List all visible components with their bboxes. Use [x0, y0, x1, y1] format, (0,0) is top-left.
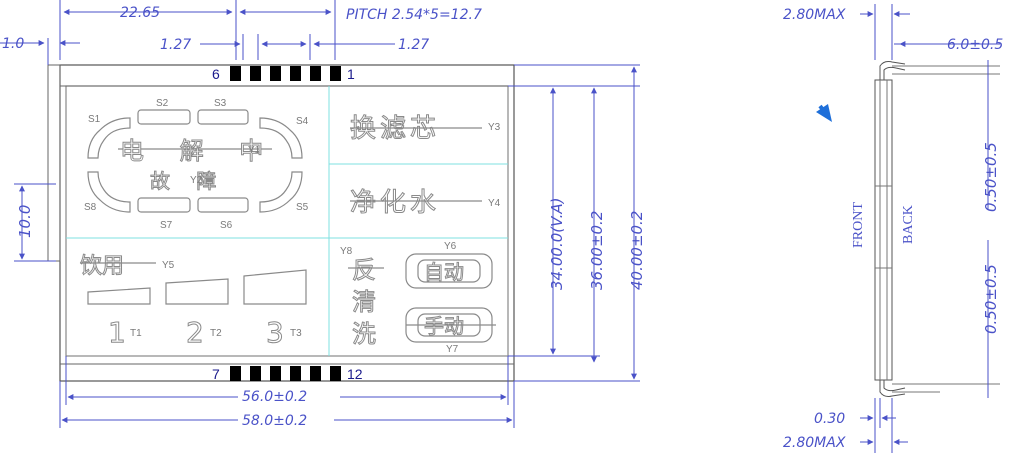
- electrolysis-label: 电 解 中: [120, 137, 277, 165]
- level-num-1: 1: [108, 316, 126, 349]
- pin-label-top-left: 6: [212, 66, 220, 82]
- seg-s8: S8: [84, 202, 97, 213]
- level-num-2: 2: [186, 316, 204, 349]
- backwash-char-1: 反: [352, 256, 376, 284]
- seg-t1: T1: [130, 328, 142, 339]
- seg-s3: S3: [214, 98, 227, 109]
- level-bar-3: [243, 269, 307, 305]
- seg-y3: Y3: [488, 122, 501, 133]
- dim-58: 58.0±0.2: [242, 413, 307, 429]
- auto-box: [405, 253, 493, 289]
- seg-y7: Y7: [446, 344, 459, 355]
- dim-280-top: 2.80MAX: [783, 7, 846, 23]
- auto-box-inner: [417, 259, 481, 283]
- purified-water-label: 净化水: [350, 188, 440, 218]
- seg-s5: S5: [296, 202, 309, 213]
- dim-1-0: 1.0: [2, 36, 24, 52]
- pin-label-bottom-left: 7: [212, 366, 220, 382]
- electrolysis-ring: [87, 109, 303, 213]
- dim-6-0: 6.0±0.5: [947, 37, 1003, 53]
- seg-s7: S7: [160, 220, 173, 231]
- pin-label-top-right: 1: [347, 66, 355, 82]
- backwash-char-3: 洗: [352, 320, 376, 348]
- dim-10-0: 10.0: [16, 205, 34, 238]
- fault-label: 故 障: [150, 169, 226, 193]
- seg-y1: Y1: [248, 145, 261, 156]
- dim-050-b: 0.50±0.5: [982, 264, 1000, 334]
- dim-1-27-left: 1.27: [160, 37, 191, 53]
- level-num-3: 3: [266, 316, 284, 349]
- dim-pitch: PITCH 2.54*5=12.7: [346, 7, 482, 23]
- dim-40: 40.00±0.2: [628, 211, 646, 290]
- dim-280-bottom: 2.80MAX: [783, 435, 846, 451]
- seg-s1: S1: [88, 114, 101, 125]
- front-label: FRONT: [851, 202, 866, 248]
- side-tab: [47, 64, 61, 262]
- dim-56-bg: [238, 386, 340, 402]
- pin-label-bottom-right: 12: [347, 366, 363, 382]
- dim-36: 36.00±0.2: [588, 211, 606, 290]
- auto-label: 自动: [424, 260, 464, 284]
- seg-y5: Y5: [162, 260, 175, 271]
- seg-s6: S6: [220, 220, 233, 231]
- seg-s2: S2: [156, 98, 169, 109]
- seg-s4: S4: [296, 116, 309, 127]
- dim-030: 0.30: [814, 411, 845, 427]
- dim-050-a: 0.50±0.5: [982, 142, 1000, 212]
- seg-y2: Y2: [190, 175, 203, 186]
- dim-56: 56.0±0.2: [242, 389, 307, 405]
- filter-change-label: 换滤芯: [350, 114, 440, 144]
- front-arrow-shaft: [818, 104, 830, 118]
- dim-1-27-right: 1.27: [398, 37, 429, 53]
- dim-va: 34.00.0(V.A): [548, 197, 566, 290]
- back-label: BACK: [901, 205, 916, 244]
- dim-22-65: 22.65: [120, 5, 160, 21]
- seg-y4: Y4: [488, 198, 501, 209]
- level-bar-1: [87, 287, 151, 305]
- dim-58-bg: [238, 410, 334, 426]
- backwash-char-2: 清: [352, 288, 376, 316]
- side-view: [874, 61, 1000, 397]
- pins-bottom: [230, 366, 341, 381]
- drinking-label: 饮用: [80, 254, 124, 279]
- seg-t3: T3: [290, 328, 302, 339]
- manual-label: 手动: [424, 314, 464, 338]
- seg-y8: Y8: [340, 246, 353, 257]
- level-bar-2: [165, 278, 229, 305]
- pins-top: [230, 66, 341, 81]
- seg-y6: Y6: [444, 241, 457, 252]
- seg-t2: T2: [210, 328, 222, 339]
